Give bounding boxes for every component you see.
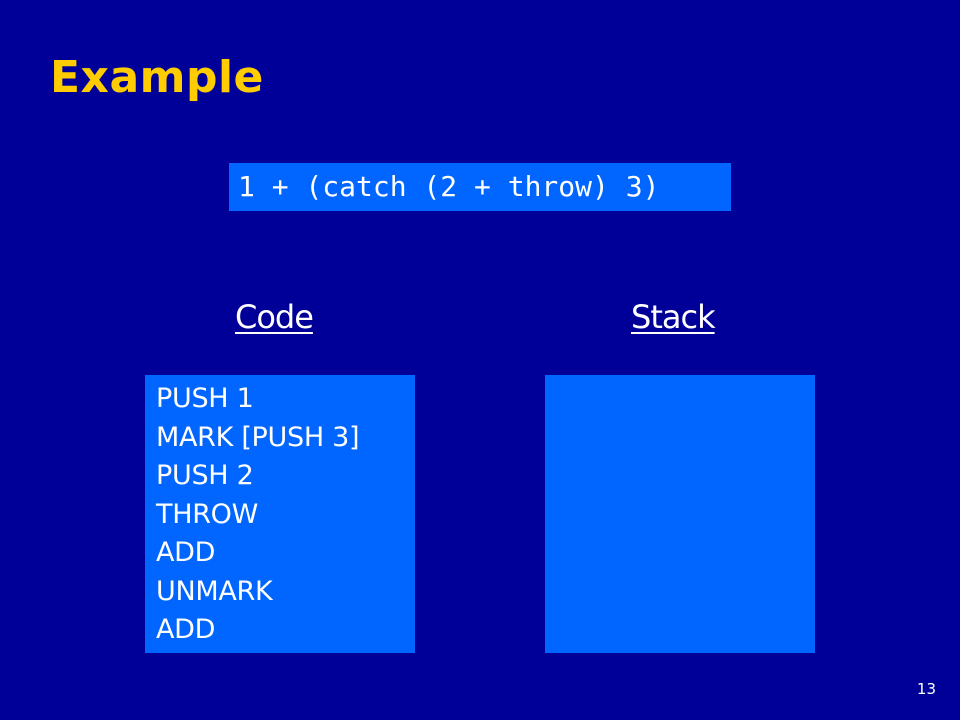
code-line: PUSH 1 xyxy=(156,383,254,414)
page-number: 13 xyxy=(916,680,936,698)
code-line: UNMARK xyxy=(156,575,273,607)
expression-box: 1 + (catch (2 + throw) 3) xyxy=(229,163,731,211)
code-heading: Code xyxy=(235,298,314,336)
slide-title: Example xyxy=(50,52,264,103)
stack-heading: Stack xyxy=(631,298,716,336)
code-line: THROW xyxy=(156,498,259,530)
stack-box xyxy=(545,375,815,653)
code-line: MARK [PUSH 3] xyxy=(156,421,360,453)
code-line: PUSH 2 xyxy=(156,460,254,491)
code-box: PUSH 1 MARK [PUSH 3] PUSH 2 THROW ADD UN… xyxy=(145,375,415,653)
code-line: ADD xyxy=(156,537,216,568)
code-line: ADD xyxy=(156,614,216,645)
